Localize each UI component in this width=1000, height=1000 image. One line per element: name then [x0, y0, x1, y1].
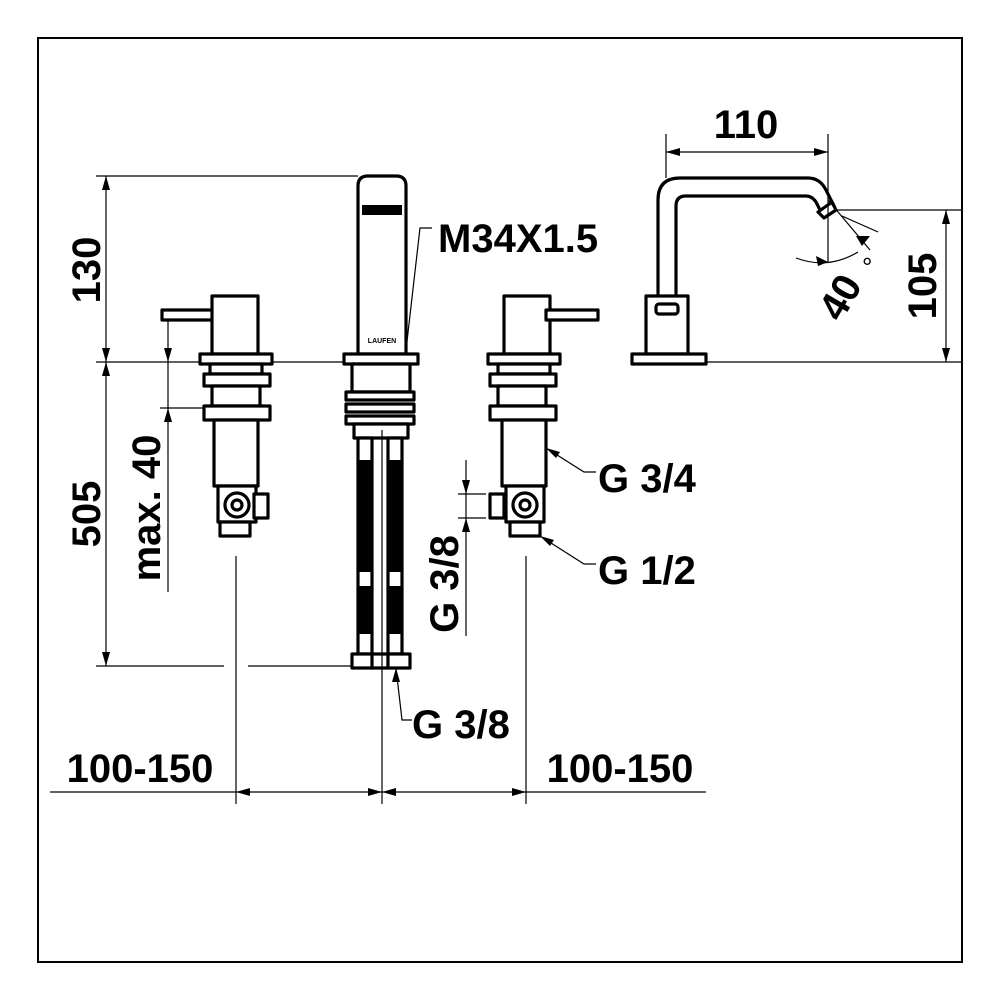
dim-spout-height: 105 — [901, 253, 945, 320]
dim-max-deck: max. 40 — [125, 435, 169, 582]
label-valve-thread: G 3/4 — [598, 457, 697, 501]
label-hose-thread-vertical: G 3/8 — [423, 535, 467, 633]
dimension-lines — [50, 134, 962, 804]
label-spout-thread: M34X1.5 — [438, 217, 598, 261]
center-spout-body — [342, 174, 420, 670]
right-valve — [486, 294, 600, 538]
left-valve — [160, 294, 274, 538]
dim-spacing-left: 100-150 — [67, 747, 214, 791]
label-outlet-thread: G 1/2 — [598, 549, 696, 593]
degree-symbol: ° — [862, 252, 872, 282]
label-hose-thread-bottom: G 3/8 — [412, 703, 510, 747]
leader-lines — [392, 227, 596, 721]
dim-height-bottom: 505 — [65, 481, 109, 548]
dim-spout-reach: 110 — [714, 103, 779, 147]
drawing-frame — [37, 37, 963, 963]
dim-spacing-right: 100-150 — [547, 747, 694, 791]
brand-logo: LAUFEN — [368, 338, 396, 345]
dim-height-top: 130 — [65, 237, 109, 304]
spout-side-view — [630, 176, 838, 366]
